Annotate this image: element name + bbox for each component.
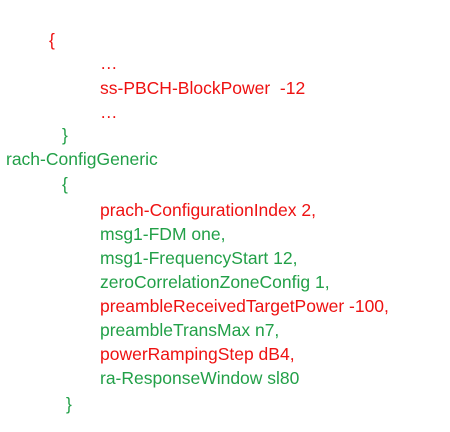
msg1-frequencystart-line: msg1-FrequencyStart 12, xyxy=(100,248,298,268)
close-brace-rach: } xyxy=(66,394,72,414)
ellipsis-bottom: … xyxy=(100,102,118,122)
ellipsis-top: … xyxy=(100,53,118,73)
close-brace-outer: } xyxy=(62,125,68,145)
prach-configurationindex-line: prach-ConfigurationIndex 2, xyxy=(100,200,316,220)
msg1-fdm-line: msg1-FDM one, xyxy=(100,224,226,244)
powerrampingstep-line: powerRampingStep dB4, xyxy=(100,344,295,364)
ss-pbch-blockpower-line: ss-PBCH-BlockPower -12 xyxy=(100,78,306,98)
open-brace-rach: { xyxy=(62,174,68,194)
preamblereceivedtargetpower-line: preambleReceivedTargetPower -100, xyxy=(100,296,389,316)
rach-configgeneric-heading: rach-ConfigGeneric xyxy=(6,149,158,169)
open-brace-outer: { xyxy=(49,30,55,50)
preambletransmax-line: preambleTransMax n7, xyxy=(100,320,280,340)
ra-responsewindow-line: ra-ResponseWindow sl80 xyxy=(100,368,300,388)
zerocorrelationzoneconfig-line: zeroCorrelationZoneConfig 1, xyxy=(100,272,330,292)
